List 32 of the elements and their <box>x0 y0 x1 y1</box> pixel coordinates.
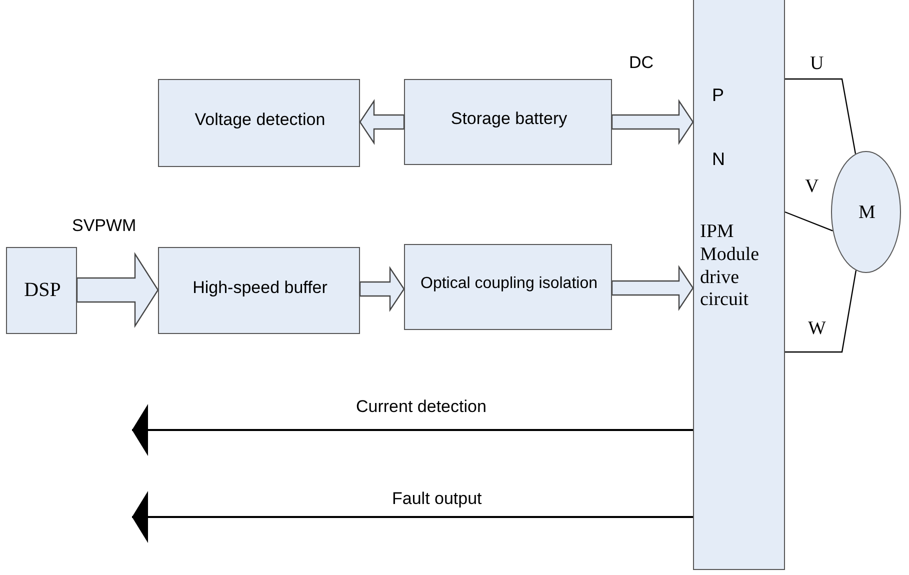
edge-label: W <box>808 318 826 340</box>
edge-label: SVPWM <box>72 216 136 236</box>
process-box <box>404 244 612 330</box>
node-label: Optical coupling isolation <box>420 274 598 294</box>
node-label: IPM Module drive circuit <box>700 221 760 312</box>
process-box <box>6 247 77 334</box>
block-arrow <box>359 266 405 312</box>
terminal-label: N <box>712 149 726 171</box>
wire <box>785 270 857 353</box>
block-arrow <box>359 99 405 145</box>
block-arrow <box>76 252 159 328</box>
process-box <box>158 79 360 167</box>
edge-label: DC <box>629 53 654 73</box>
node-label: Voltage detection <box>194 110 326 130</box>
terminal-label: P <box>712 85 726 107</box>
node-label: High-speed buffer <box>192 278 328 298</box>
node-label: DSP <box>23 278 62 302</box>
module-box <box>693 0 785 570</box>
process-box <box>158 247 360 334</box>
edge-label: Current detection <box>356 397 486 417</box>
edge-label: V <box>805 176 819 198</box>
block-arrow <box>611 99 694 145</box>
edge-label: Fault output <box>392 489 482 509</box>
process-box <box>404 79 612 165</box>
wire <box>784 211 833 232</box>
arrow <box>132 491 693 543</box>
edge-label: U <box>810 53 824 75</box>
node-label: M <box>858 202 876 225</box>
arrow <box>132 404 693 456</box>
node-label: Storage battery <box>450 109 568 130</box>
block-arrow <box>611 265 694 311</box>
wire <box>785 78 856 154</box>
